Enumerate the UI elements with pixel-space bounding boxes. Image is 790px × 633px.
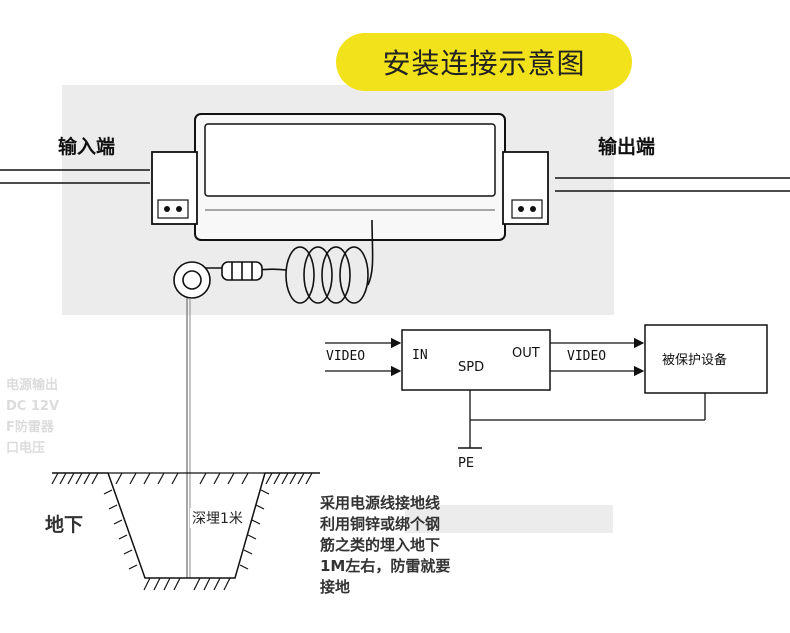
- faded-line: 口电压: [6, 441, 46, 456]
- underground-label: 地下: [45, 514, 84, 536]
- faded-side-text: 电源输出 DC 12V F防雷器 口电压: [6, 375, 64, 460]
- note-line: 利用铜锌或绑个钢: [320, 515, 441, 533]
- schematic-protected-device-label: 被保护设备: [662, 353, 728, 368]
- spd-box: [401, 329, 551, 391]
- protected-device-box: [644, 324, 768, 394]
- input-end-label: 输入端: [58, 136, 116, 158]
- schematic-spd-label: SPD: [458, 360, 485, 375]
- background-strip: [405, 505, 613, 533]
- note-line: 接地: [320, 578, 351, 596]
- schematic-pe-label: PE: [458, 456, 475, 471]
- spd-device-body: [151, 113, 549, 241]
- note-line: 筋之类的埋入地下: [320, 536, 441, 554]
- note-line: 采用电源线接地线: [320, 494, 441, 512]
- schematic-video-in-label: VIDEO: [326, 349, 366, 364]
- diagram-title: 安装连接示意图: [336, 33, 632, 91]
- grounding-note: 采用电源线接地线 利用铜锌或绑个钢 筋之类的埋入地下 1M左右，防雷就要 接地: [320, 493, 500, 598]
- faded-line: F防雷器: [6, 420, 54, 435]
- schematic-video-out-label: VIDEO: [567, 349, 607, 364]
- schematic-out-port-label: OUT: [512, 346, 540, 361]
- faded-line: DC 12V: [6, 399, 60, 414]
- note-line: 1M左右，防雷就要: [320, 557, 451, 575]
- coiled-ground-wire: [173, 219, 374, 304]
- depth-label: 深埋1米: [190, 508, 245, 528]
- output-end-label: 输出端: [598, 136, 656, 158]
- faded-line: 电源输出: [6, 378, 59, 393]
- schematic-in-port-label: IN: [412, 348, 428, 363]
